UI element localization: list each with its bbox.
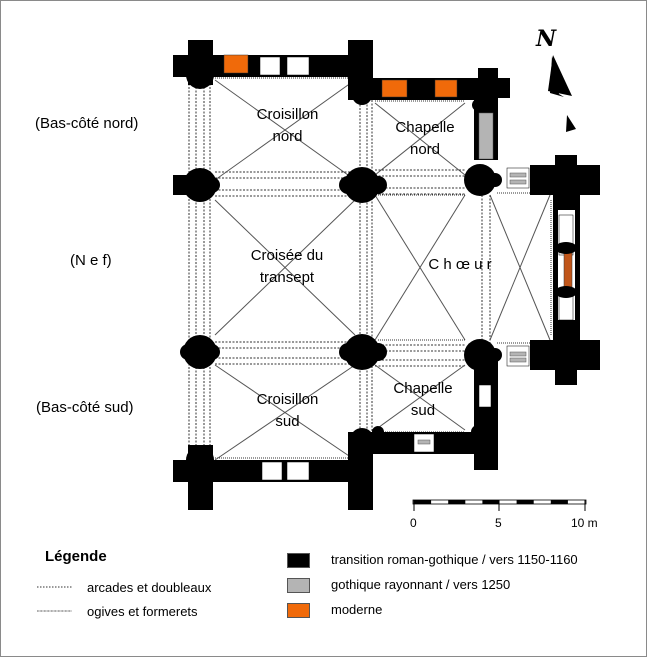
scale-segment xyxy=(550,500,568,504)
label-nef: (N e f) xyxy=(70,252,112,269)
walls-modern xyxy=(223,54,573,288)
label-bas-cote-sud: (Bas-côté sud) xyxy=(36,399,134,416)
scale-tick-0: 0 xyxy=(410,516,417,530)
room-choeur: C h œ u r xyxy=(428,256,492,273)
north-arrow-icon xyxy=(548,55,576,132)
legend-title: Légende xyxy=(45,548,107,565)
room-name-line: sud xyxy=(410,402,436,419)
north-letter: N xyxy=(536,26,557,52)
room-name-line: Chapelle xyxy=(393,380,453,397)
legend-roman-gothique-label: transition roman-gothique / vers 1150-11… xyxy=(331,552,578,567)
legend-swatch-rayonnant xyxy=(287,578,310,593)
scale-tick-10: 10 m xyxy=(571,516,598,530)
room-name-line: Chapelle xyxy=(395,119,455,136)
ogives xyxy=(214,79,551,461)
scale-segment xyxy=(414,500,432,504)
room-name-line: Croisée du xyxy=(250,247,324,264)
legend-ogives-label: ogives et formerets xyxy=(87,604,198,619)
room-croisillon-sud: Croisillon sud xyxy=(240,389,335,433)
room-croisillon-nord: Croisillon nord xyxy=(240,104,335,148)
room-name-line: nord xyxy=(409,141,441,158)
piers xyxy=(180,61,558,474)
legend-swatch-moderne xyxy=(287,603,310,618)
room-croisee-du-transept: Croisée du transept xyxy=(232,245,342,289)
legend-moderne-label: moderne xyxy=(331,602,383,617)
scale-segment xyxy=(482,500,500,504)
walls-rayonnant xyxy=(417,112,527,445)
room-name-line: transept xyxy=(259,269,315,286)
room-chapelle-sud: Chapelle sud xyxy=(378,378,468,422)
legend-arcades-label: arcades et doubleaux xyxy=(87,580,212,595)
legend-swatch-roman-gothique xyxy=(287,553,310,568)
scale-bar xyxy=(412,499,587,511)
scale-tick-5: 5 xyxy=(495,516,502,530)
room-name-line: Croisillon xyxy=(256,391,319,408)
room-name-line: sud xyxy=(275,413,300,430)
room-name-line: Croisillon xyxy=(256,106,319,123)
room-chapelle-nord: Chapelle nord xyxy=(380,117,470,161)
label-bas-cote-nord: (Bas-côté nord) xyxy=(35,115,139,132)
arcades xyxy=(188,77,552,460)
room-name-line: nord xyxy=(272,128,303,145)
scale-segment xyxy=(448,500,466,504)
legend-rayonnant-label: gothique rayonnant / vers 1250 xyxy=(331,577,511,592)
scale-segment xyxy=(516,500,534,504)
